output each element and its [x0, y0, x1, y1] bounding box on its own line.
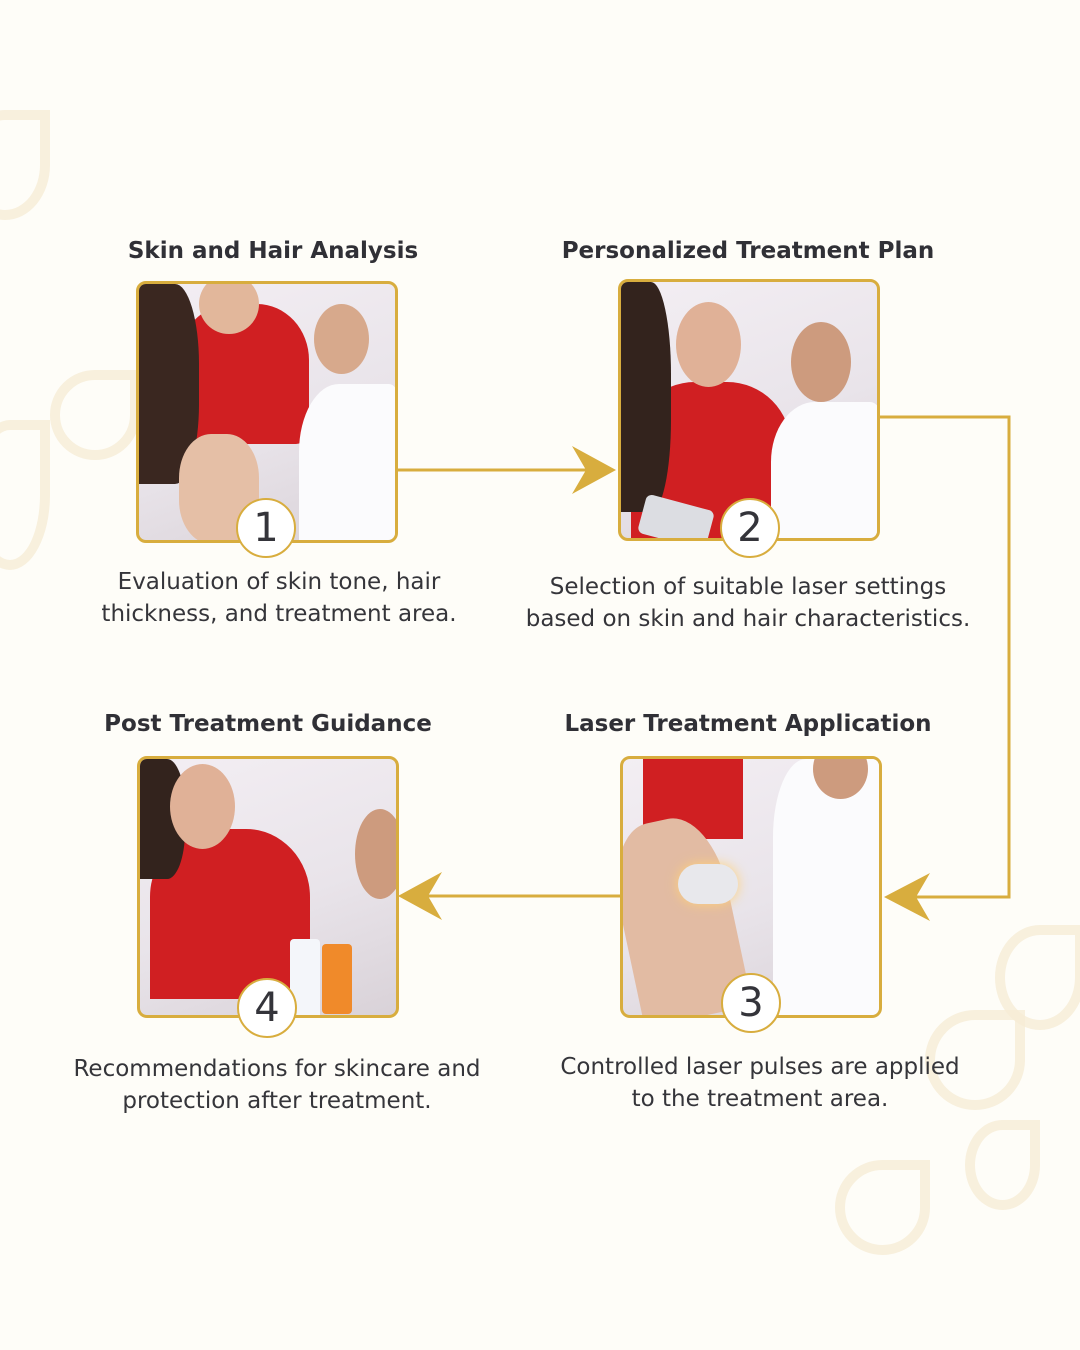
step-4-photo: [137, 756, 399, 1018]
description-line: Evaluation of skin tone, hair: [117, 569, 441, 595]
arrowhead-left-icon: [398, 872, 442, 920]
step-4-title: Post Treatment Guidance: [104, 711, 432, 737]
arrowhead-right-icon: [572, 446, 616, 494]
description-line: protection after treatment.: [122, 1088, 432, 1114]
decorative-petal: [965, 1120, 1040, 1210]
step-1-title: Skin and Hair Analysis: [127, 238, 419, 264]
description-line: thickness, and treatment area.: [101, 601, 457, 627]
step-1-description: Evaluation of skin tone, hair thickness,…: [49, 566, 509, 630]
decorative-petal: [835, 1160, 930, 1255]
step-2-description: Selection of suitable laser settings bas…: [518, 571, 978, 635]
step-4-number-badge: 4: [237, 978, 297, 1038]
description-line: Selection of suitable laser settings: [549, 574, 947, 600]
step-3-description: Controlled laser pulses are applied to t…: [530, 1051, 990, 1115]
step-3-title: Laser Treatment Application: [564, 711, 932, 737]
decorative-petal: [925, 1010, 1025, 1110]
step-2-title: Personalized Treatment Plan: [561, 238, 935, 264]
description-line: to the treatment area.: [631, 1086, 889, 1112]
decorative-petal: [50, 370, 140, 460]
step-4-description: Recommendations for skincare and protect…: [47, 1053, 507, 1117]
step-3-number-badge: 3: [721, 973, 781, 1033]
arrow-2-to-3: [880, 415, 1011, 899]
step-2-number-badge: 2: [720, 498, 780, 558]
decorative-petal: [995, 925, 1080, 1030]
description-line: Controlled laser pulses are applied: [560, 1054, 960, 1080]
description-line: based on skin and hair characteristics.: [525, 606, 971, 632]
arrowhead-left-icon: [884, 873, 930, 921]
step-1-number-badge: 1: [236, 498, 296, 558]
description-line: Recommendations for skincare and: [73, 1056, 481, 1082]
step-2-photo: [618, 279, 880, 541]
